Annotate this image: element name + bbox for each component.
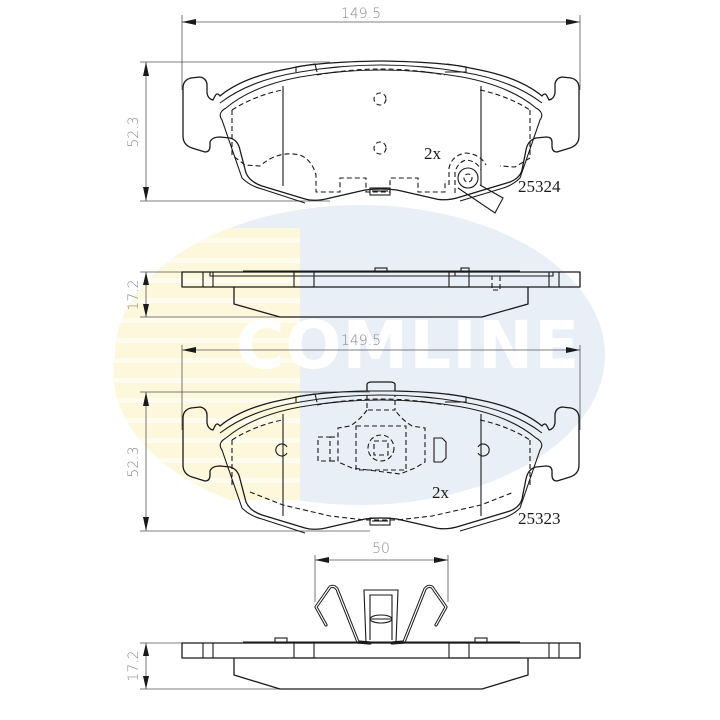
clip-width-dimension: 50 — [314, 541, 449, 602]
wear-sensor — [448, 152, 504, 214]
width-dimension-2: 149.5 — [181, 333, 581, 430]
width-dimension: 149.5 — [181, 6, 581, 90]
pad-outline — [182, 60, 580, 204]
quantity-label-2: 2x — [432, 483, 450, 502]
pad-inner-dashed — [231, 68, 531, 193]
thickness-dimension-label: 17.2 — [126, 279, 142, 310]
clip-width-dimension-label: 50 — [372, 541, 390, 557]
view-top-pad-side: 17.2 — [126, 267, 581, 318]
height-dimension: 52.3 — [126, 61, 330, 202]
view-top-pad-front: 149.5 52.3 — [126, 6, 581, 214]
part-number-label: 25324 — [518, 177, 561, 196]
thickness-dimension-2: 17.2 — [126, 642, 280, 690]
pad-outline-2 — [182, 381, 580, 534]
pin-holes-2 — [275, 443, 490, 457]
width-dimension-label-2: 149.5 — [341, 333, 381, 349]
comline-watermark: COMLINE — [113, 205, 605, 505]
height-dimension-2: 52.3 — [126, 391, 370, 532]
part-number-label-2: 25323 — [518, 509, 561, 528]
caliper-clip-pocket — [367, 434, 447, 463]
backing-plate-side-2 — [181, 637, 581, 659]
height-dimension-label: 52.3 — [126, 116, 142, 147]
width-dimension-label: 149.5 — [341, 6, 381, 22]
view-bottom-pad-front: 149.5 52.3 — [126, 333, 581, 534]
pin-hole-lower — [373, 141, 387, 155]
retaining-spring-clip — [314, 584, 448, 645]
center-bottom-clip — [369, 187, 391, 196]
height-dimension-label-2: 52.3 — [126, 446, 142, 477]
view-bottom-pad-side: 50 17.2 — [126, 541, 581, 690]
pin-holes — [373, 92, 387, 155]
friction-material-side-2 — [233, 658, 529, 690]
backing-plate-side — [181, 267, 581, 291]
friction-material-side — [233, 287, 529, 318]
quantity-label: 2x — [424, 144, 442, 163]
center-bottom-clip-2 — [369, 517, 391, 526]
pad-inner-dashed-2 — [231, 395, 531, 521]
pin-hole-upper — [373, 92, 387, 106]
thickness-dimension: 17.2 — [126, 271, 280, 318]
watermark-text: COMLINE — [236, 307, 580, 384]
thickness-dimension-label-2: 17.2 — [126, 650, 142, 681]
